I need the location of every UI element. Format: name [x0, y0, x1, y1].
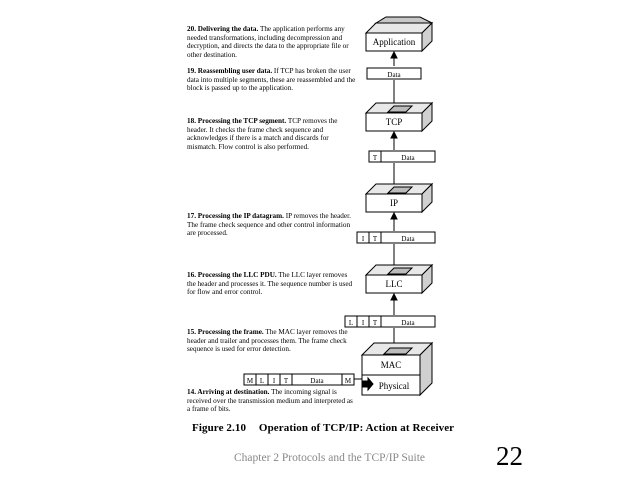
step-body: IP removes the header. The frame check s… [187, 212, 351, 238]
packet-t-data [368, 150, 436, 163]
step-body: The LLC layer removes the header and pro… [187, 271, 353, 297]
layer-label-application: Application [373, 37, 416, 47]
step-body: TCP removes the header. It checks the fr… [187, 117, 338, 151]
step-16: 16. Processing the LLC PDU. The LLC laye… [187, 271, 357, 297]
frame-label-m-trailer: M [345, 377, 352, 385]
frame-label-i: I [273, 377, 276, 385]
step-14: 14. Arriving at destination. The incomin… [187, 388, 357, 414]
packet-label-data: Data [401, 235, 415, 243]
figure-title: Operation of TCP/IP: Action at Receiver [258, 422, 455, 434]
step-body: The MAC layer removes the header and tra… [187, 328, 348, 354]
packet-label-data: Data [401, 154, 415, 162]
frame-label-l: L [260, 377, 264, 385]
packet-label-data: Data [387, 71, 401, 79]
layer-label-tcp: TCP [386, 117, 403, 127]
slide-footer: Chapter 2 Protocols and the TCP/IP Suite [234, 452, 426, 464]
step-20: 20. Delivering the data. The application… [187, 25, 357, 59]
arrow [390, 130, 398, 184]
packet-label-t: T [373, 319, 378, 327]
packet-data [366, 67, 422, 80]
packet-label-i: I [362, 235, 365, 243]
packet-label-t: T [373, 154, 378, 162]
step-title: 16. Processing the LLC PDU. [187, 271, 277, 279]
step-17: 17. Processing the IP datagram. IP remov… [187, 212, 357, 238]
step-title: 20. Delivering the data. [187, 25, 259, 33]
step-body: The incoming signal is received over the… [187, 388, 353, 414]
step-body: The application performs any needed tran… [187, 25, 349, 59]
arrow [390, 292, 398, 343]
step-15: 15. Processing the frame. The MAC layer … [187, 328, 357, 354]
mac-physical-box [360, 341, 434, 397]
frame-label-t: T [284, 377, 289, 385]
packet-label-i: I [362, 319, 365, 327]
packet-label-data: Data [401, 319, 415, 327]
step-title: 14. Arriving at destination. [187, 388, 270, 396]
page-number: 22 [496, 441, 523, 471]
figure-caption: Figure 2.10 Operation of TCP/IP: Action … [192, 422, 454, 434]
step-title: 17. Processing the IP datagram. [187, 212, 284, 220]
layer-label-physical: Physical [379, 381, 410, 391]
packet-l-i-t-data [344, 315, 436, 328]
step-title: 18. Processing the TCP segment. [187, 117, 287, 125]
step-title: 15. Processing the frame. [187, 328, 264, 336]
arrow [390, 50, 398, 103]
llc-layer-box [364, 263, 434, 295]
step-18: 18. Processing the TCP segment. TCP remo… [187, 117, 357, 151]
step-body: If TCP has broken the user data into mul… [187, 67, 356, 93]
packet-label-t: T [373, 235, 378, 243]
frame-m-l-i-t-data-m [243, 373, 362, 386]
arrow [390, 211, 398, 265]
frame-label-data: Data [310, 377, 324, 385]
layer-label-mac: MAC [381, 360, 402, 370]
packet-i-t-data [356, 231, 436, 244]
step-19: 19. Reassembling user data. If TCP has b… [187, 67, 357, 93]
step-title: 19. Reassembling user data. [187, 67, 273, 75]
packet-label-l: L [349, 319, 353, 327]
layer-label-ip: IP [390, 198, 398, 208]
ip-layer-box [364, 182, 434, 214]
figure-number: Figure 2.10 [192, 422, 247, 434]
layer-label-llc: LLC [386, 279, 403, 289]
frame-label-m: M [247, 377, 254, 385]
